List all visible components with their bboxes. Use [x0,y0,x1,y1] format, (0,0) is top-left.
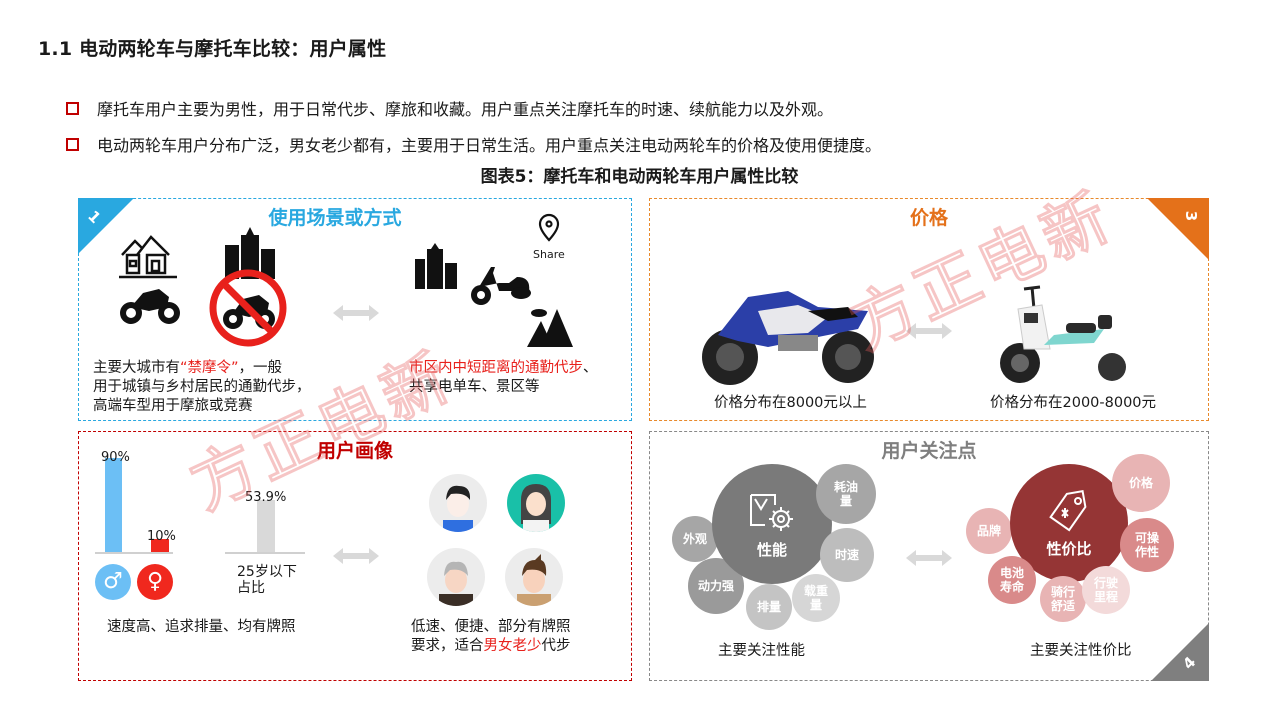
avatar-middle-aged-man [505,548,563,606]
bubble-displacement: 排量 [746,584,792,630]
bar-age-label: 53.9% [245,490,287,505]
chart-baseline [95,552,173,554]
gear-document-icon [750,494,793,531]
page-title: 1.1 电动两轮车与摩托车比较：用户属性 [38,38,387,60]
female-icon: ♀ [137,564,173,600]
bubble-operability: 可操作性 [1120,518,1174,572]
usage-left-text: 主要大城市有“禁摩令”，一般 用于城镇与乡村居民的通勤代步， 高端车型用于摩旅或… [93,360,311,414]
bubble-fuel: 耗油量 [816,464,876,524]
price-tag-icon [1049,490,1087,532]
bar-female [151,539,169,552]
panel-title: 用户画像 [316,440,393,462]
electric-scooter-image [1000,285,1126,383]
panel-title: 用户关注点 [881,440,977,462]
bar-male-label: 90% [101,450,130,465]
bubble-power: 动力强 [688,558,744,614]
bubble-range: 行驶里程 [1082,566,1130,614]
bubble-brand: 品牌 [966,508,1012,554]
bubble-appearance: 外观 [672,516,718,562]
bullet-square-icon [66,137,79,151]
panel-user-portrait: 用户画像 90% 10% ♂ ♀ 53.9% 25岁以下 占比 速度高、追求排量… [78,431,632,681]
city-icon [415,243,457,289]
badge-triangle [1147,198,1209,260]
bubble-performance: 性能 [712,464,832,584]
bullet-text: 摩托车用户主要为男性，用于日常代步、摩旅和收藏。用户重点关注摩托车的时速、续航能… [97,100,834,119]
ebike-user-caption: 低速、便捷、部分有牌照 要求，适合男女老少代步 [411,619,571,654]
bullet-motorcycle: 摩托车用户主要为男性，用于日常代步、摩旅和收藏。用户重点关注摩托车的时速、续航能… [66,96,833,120]
avatar-young-man [429,474,487,532]
bubble-price: 价格 [1112,454,1170,512]
bar-female-label: 10% [147,529,176,544]
share-label: Share [533,248,565,261]
bar-age-under-25 [257,500,275,552]
panel-title: 使用场景或方式 [268,207,402,229]
city-icon [225,227,275,279]
motorcycle-user-caption: 速度高、追求排量、均有牌照 [107,619,296,635]
bubble-riding-comfort: 骑行舒适 [1040,576,1086,622]
bullet-ebike: 电动两轮车用户分布广泛，男女老少都有，主要用于日常生活。用户重点关注电动两轮车的… [66,132,881,156]
value-caption: 主要关注性价比 [1030,643,1132,659]
compare-arrow-icon [906,323,952,339]
location-pin-icon [538,213,560,242]
avatar-young-woman [507,474,565,532]
compare-arrow-icon [333,305,379,321]
compare-arrow-icon [906,550,952,566]
performance-caption: 主要关注性能 [718,643,805,659]
bubble-load: 载重量 [792,574,840,622]
bar-male [105,458,122,552]
mountain-icon [527,309,573,347]
bubble-value-for-money: 性价比 [1010,464,1128,582]
compare-arrow-icon [333,548,379,564]
age-caption: 25岁以下 占比 [237,564,297,596]
motorcycle-price-caption: 价格分布在8000元以上 [714,395,867,411]
usage-right-text: 市区内中短距离的通勤代步、共享电单车、景区等 [409,360,598,395]
badge-triangle [1151,623,1209,681]
motorcycle-icon [120,289,180,324]
male-icon: ♂ [95,564,131,600]
panel-price: 3 价格 价格分布在8000元以上 价格分布在2000-8000元 [649,198,1209,421]
panel-title: 价格 [909,207,948,229]
panel-usage: 1 使用场景或方式 Share [78,198,632,421]
panel-user-focus: 4 用户关注点 外观 动力强 性能 耗油量 时速 排量 载重量 主要关注性能 品… [649,431,1209,681]
no-motorcycle-icon [209,269,287,347]
avatar-elderly-man [427,548,485,606]
bubble-speed: 时速 [820,528,874,582]
bubble-battery-life: 电池寿命 [988,556,1036,604]
sport-motorcycle-image [702,291,874,385]
bullet-text: 电动两轮车用户分布广泛，男女老少都有，主要用于日常生活。用户重点关注电动两轮车的… [97,136,882,155]
house-icon [119,235,177,279]
badge-triangle [78,198,134,254]
figure-title: 图表5：摩托车和电动两轮车用户属性比较 [480,167,799,187]
ebike-price-caption: 价格分布在2000-8000元 [990,395,1157,411]
scooter-icon [471,267,531,305]
chart-baseline [225,552,305,554]
bullet-square-icon [66,101,79,115]
